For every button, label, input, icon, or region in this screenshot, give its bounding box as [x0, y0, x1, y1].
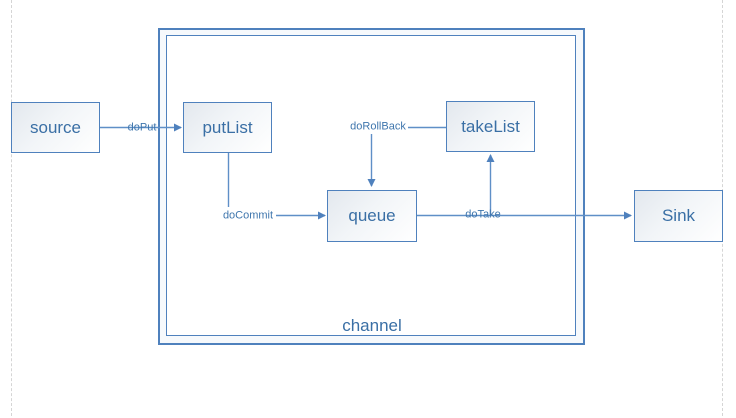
edge-label-dorollback: doRollBack: [350, 120, 406, 133]
node-queue-label: queue: [348, 206, 396, 225]
edge-label-doput: doPut: [127, 121, 157, 134]
node-takelist-label: takeList: [461, 116, 520, 136]
node-queue[interactable]: queue: [327, 190, 417, 242]
node-sink-label: Sink: [661, 206, 696, 225]
node-sink[interactable]: Sink: [634, 190, 723, 242]
edge-label-dotake: doTake: [465, 208, 501, 221]
node-source[interactable]: source: [11, 102, 100, 153]
node-source-label: source: [29, 117, 82, 137]
node-putlist-label: putList: [202, 117, 253, 137]
node-takelist[interactable]: takeList: [446, 101, 535, 152]
channel-label: channel: [342, 316, 402, 335]
channel-container-inner-border: [166, 35, 576, 336]
node-putlist[interactable]: putList: [183, 102, 272, 153]
edge-label-docommit: doCommit: [222, 209, 274, 222]
page-guide-left: [11, 0, 12, 416]
